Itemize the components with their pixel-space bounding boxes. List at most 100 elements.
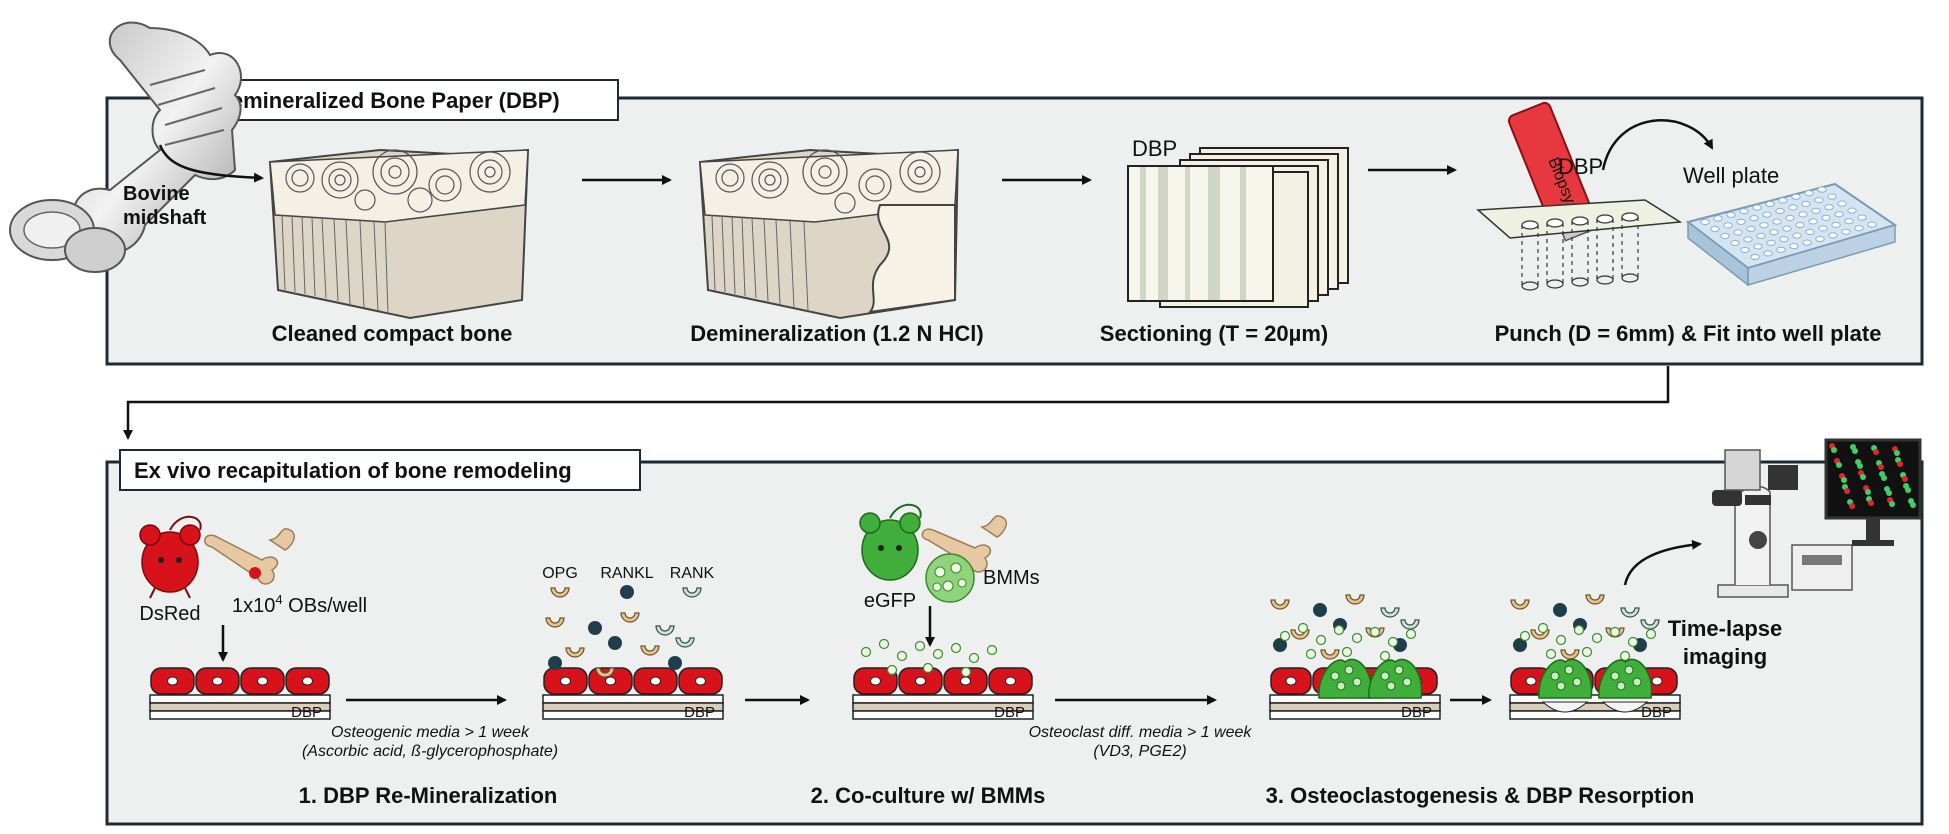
well	[1765, 200, 1775, 208]
dbp-layer	[1269, 710, 1441, 720]
cell-nucleus	[605, 676, 616, 686]
fluorescent-dot	[1881, 475, 1887, 481]
osteoclast-cell	[1368, 658, 1423, 699]
cell-nucleus	[560, 676, 571, 686]
well	[1776, 246, 1786, 253]
fluorescent-dot	[1857, 463, 1863, 469]
dbp-tag: DBP	[994, 704, 1025, 721]
bmm-cell	[1387, 636, 1399, 648]
stage1-title: 1. DBP Re-Mineralization	[299, 783, 558, 808]
well	[1710, 225, 1720, 233]
opg-molecule	[545, 617, 565, 628]
dbp-tag: DBP	[291, 704, 322, 721]
well	[1815, 235, 1825, 243]
dsred-label: DsRed	[139, 603, 200, 625]
bovine-label-line2: midshaft	[123, 207, 207, 229]
top-panel-title: Demineralized Bone Paper (DBP)	[215, 88, 560, 113]
dbp-tag: DBP	[1401, 704, 1432, 721]
step4-label: Punch (D = 6mm) & Fit into well plate	[1495, 321, 1882, 346]
biopsy-punch: Biopsy	[1507, 101, 1593, 242]
fluorescent-dot	[1910, 502, 1916, 508]
bottom-panel: Ex vivo recapitulation of bone remodelin…	[105, 449, 1924, 826]
well	[1763, 250, 1773, 257]
bmm-cell	[1369, 626, 1381, 638]
dbp-layer	[149, 694, 331, 704]
bmm-cell	[1545, 648, 1557, 660]
bottom-panel-title-box	[119, 449, 641, 491]
bmm-cell	[968, 652, 980, 664]
osteoclast-nucleus	[1616, 681, 1626, 691]
imaging-line1: Time-lapse	[1668, 616, 1783, 641]
resorption-pit	[1541, 701, 1589, 713]
osteoclast-nucleus	[1564, 665, 1574, 675]
cell-nucleus	[650, 676, 661, 686]
egfp-mouse-icon	[859, 503, 922, 581]
rankl-molecule	[1553, 603, 1567, 617]
bmm-cell	[932, 648, 944, 660]
media2-line2: (VD3, PGE2)	[1093, 743, 1186, 760]
osteoclast-nucleus	[1330, 671, 1340, 681]
well	[1766, 239, 1776, 246]
osteoclast-nucleus	[1610, 671, 1620, 681]
bottom-panel-frame	[105, 460, 1924, 826]
rank-molecule	[1400, 619, 1420, 630]
bmm-cell	[878, 638, 890, 650]
bmm-cell	[860, 646, 872, 658]
fluorescent-dot	[1852, 448, 1858, 454]
dbp-layer	[1509, 694, 1681, 704]
microscope-icon	[1712, 449, 1853, 598]
opg-molecule	[1345, 594, 1365, 605]
fluorescent-dot	[1897, 461, 1903, 467]
dbp-layer	[542, 694, 724, 704]
cell-nucleus	[1005, 676, 1016, 686]
media1-line2: (Ascorbic acid, ß-glycerophosphate)	[302, 743, 558, 760]
bmm-cell	[1627, 636, 1639, 648]
monitor-icon	[1824, 438, 1922, 546]
rank-legend-icon	[682, 587, 702, 598]
well	[1867, 221, 1877, 228]
osteoclast-nucleus	[1394, 665, 1404, 675]
well	[1726, 211, 1736, 218]
well	[1801, 200, 1811, 207]
compact-bone-block	[268, 148, 530, 320]
bmm-cell	[950, 642, 962, 654]
well	[1795, 221, 1805, 229]
osteoclast-nucleus	[1632, 677, 1642, 687]
opg-molecule	[1585, 594, 1605, 605]
dbp-layer	[149, 710, 331, 720]
well	[1827, 193, 1837, 200]
bmm-cell	[1305, 648, 1317, 660]
bmm-cell	[1581, 646, 1593, 658]
well	[1756, 232, 1766, 239]
well	[1791, 193, 1801, 200]
well	[1792, 232, 1802, 239]
bmm-cell	[1619, 650, 1631, 662]
well	[1746, 225, 1756, 232]
well	[1844, 218, 1854, 225]
osteoclast-nucleus	[1386, 681, 1396, 691]
bmm-cell	[1279, 630, 1291, 642]
bmm-cell	[1573, 624, 1585, 636]
well	[1779, 236, 1789, 243]
well	[1788, 204, 1798, 211]
bmm-cell	[1333, 624, 1345, 636]
well	[1798, 211, 1808, 218]
bottom-panel-title: Ex vivo recapitulation of bone remodelin…	[134, 458, 572, 483]
to-imaging-arrow	[1623, 539, 1702, 586]
punch-to-wellplate-arrow	[1601, 119, 1714, 171]
rank-molecule	[655, 625, 675, 636]
dbp-section-stack	[1127, 147, 1349, 308]
cell-nucleus	[960, 676, 971, 686]
opg-molecule	[595, 667, 615, 678]
dbp-layer	[542, 710, 724, 720]
well	[1789, 243, 1799, 250]
bmm-cell	[986, 644, 998, 656]
well	[1740, 246, 1750, 254]
fluorescent-dot	[1831, 447, 1837, 453]
bmm-cell	[1297, 622, 1309, 634]
cell-nucleus	[212, 676, 223, 686]
well	[1772, 218, 1782, 225]
fluorescent-dot	[1868, 500, 1874, 506]
well	[1700, 218, 1710, 226]
